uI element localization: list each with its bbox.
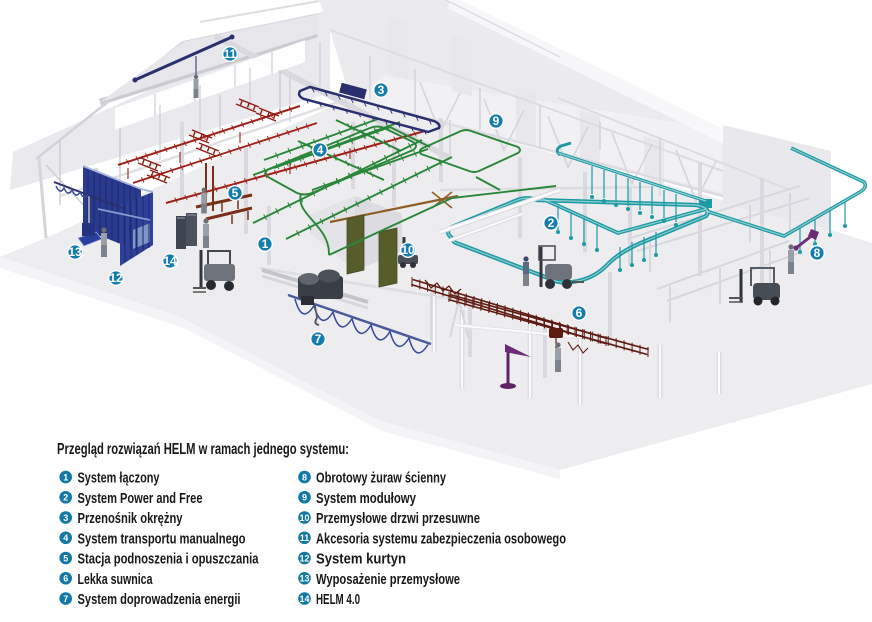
svg-text:2: 2 [63,493,68,503]
svg-text:Przemysłowe drzwi przesuwne: Przemysłowe drzwi przesuwne [316,510,480,527]
svg-text:System doprowadzenia energii: System doprowadzenia energii [78,591,241,608]
svg-text:11: 11 [300,533,310,543]
svg-text:3: 3 [63,513,68,523]
svg-text:HELM 4.0: HELM 4.0 [316,591,360,608]
svg-text:System kurtyn: System kurtyn [316,551,406,568]
svg-text:5: 5 [232,186,239,200]
svg-text:11: 11 [224,47,237,61]
svg-text:2: 2 [548,216,555,230]
svg-text:Stacja podnoszenia i opuszczan: Stacja podnoszenia i opuszczania [78,551,259,568]
svg-text:9: 9 [493,114,500,128]
svg-text:Przenośnik okrężny: Przenośnik okrężny [78,510,183,527]
svg-text:Lekka suwnica: Lekka suwnica [78,571,153,588]
svg-text:8: 8 [302,472,307,482]
svg-text:Wyposażenie przemysłowe: Wyposażenie przemysłowe [316,571,460,588]
svg-text:Przegląd rozwiązań HELM w rama: Przegląd rozwiązań HELM w ramach jednego… [57,441,349,458]
svg-text:12: 12 [299,553,309,563]
svg-text:6: 6 [576,306,583,320]
svg-text:13: 13 [299,574,309,584]
svg-text:8: 8 [814,246,821,260]
svg-text:System Power and Free: System Power and Free [78,490,203,507]
svg-text:3: 3 [378,83,385,97]
svg-text:12: 12 [109,271,123,285]
svg-text:Akcesoria systemu zabezpieczen: Akcesoria systemu zabezpieczenia osobowe… [316,530,566,547]
svg-text:1: 1 [262,237,269,251]
svg-text:10: 10 [401,243,415,257]
svg-text:4: 4 [63,533,68,543]
svg-text:System modułowy: System modułowy [316,490,416,507]
svg-text:4: 4 [317,143,324,157]
svg-text:6: 6 [63,574,68,584]
svg-text:10: 10 [299,513,309,523]
svg-text:System transportu manualnego: System transportu manualnego [78,530,246,547]
svg-text:9: 9 [302,493,307,503]
svg-text:14: 14 [299,594,309,604]
svg-text:Obrotowy żuraw ścienny: Obrotowy żuraw ścienny [316,470,446,487]
svg-text:13: 13 [68,245,82,259]
svg-text:7: 7 [63,594,68,604]
svg-text:1: 1 [63,472,68,482]
svg-text:System łączony: System łączony [78,470,160,487]
svg-text:5: 5 [63,553,68,563]
svg-text:7: 7 [315,332,322,346]
svg-text:14: 14 [163,254,177,268]
